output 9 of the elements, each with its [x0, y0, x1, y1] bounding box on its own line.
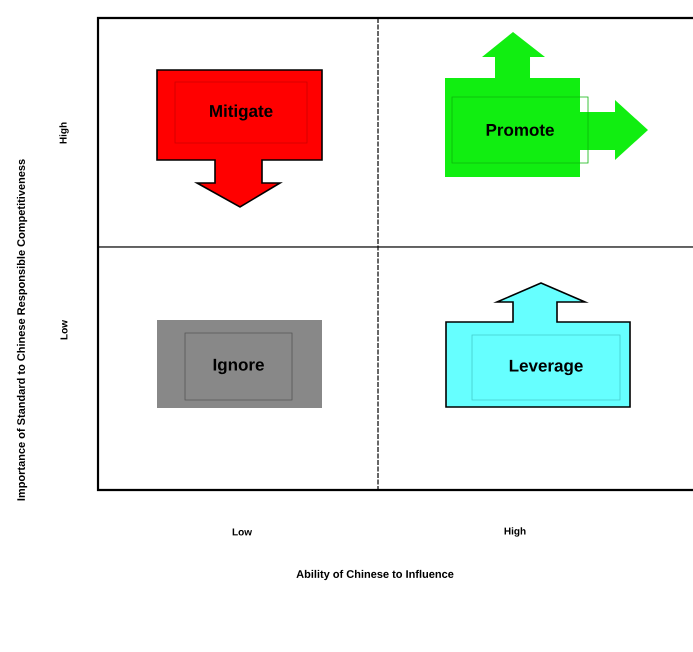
tick-label: High	[504, 527, 526, 537]
arrow-box: Mitigate	[156, 69, 323, 208]
tick-label: High	[59, 122, 69, 144]
arrow-box: Promote	[445, 32, 648, 177]
tick-label: Low	[232, 528, 252, 536]
arrow-box: Leverage	[445, 282, 631, 408]
tick-label: Low	[60, 320, 68, 340]
axis-title: Importance of Standard to Chinese Responsible Competitiveness	[16, 159, 28, 500]
axis-title: Ability of Chinese to Influence	[296, 570, 454, 580]
